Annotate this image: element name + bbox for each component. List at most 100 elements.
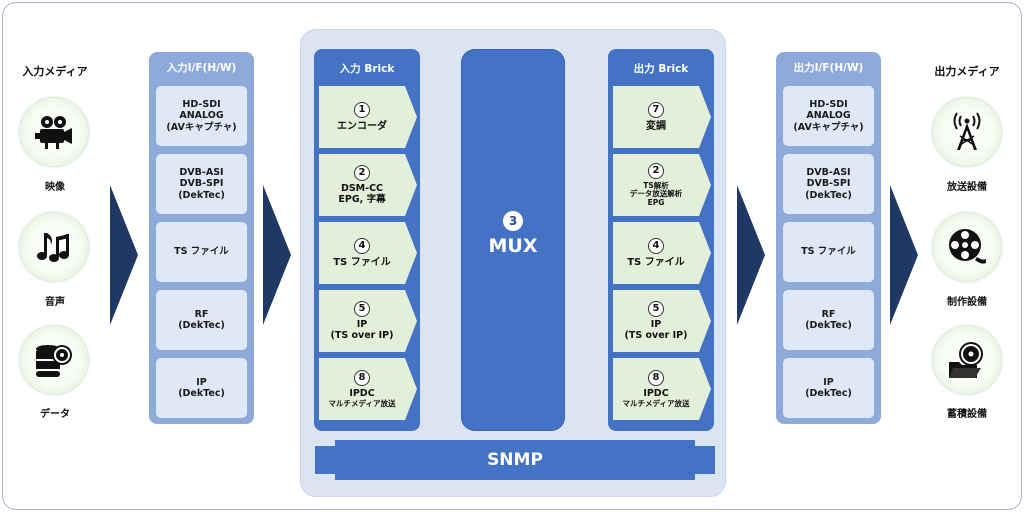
- input-interface-item: RF (DekTec): [156, 290, 247, 350]
- output-brick-item: 4 TS ファイル: [613, 222, 711, 284]
- output-media-broadcast: [933, 98, 1001, 166]
- output-media-production-label: 制作設備: [947, 297, 987, 308]
- item-line: (AVキャプチャ): [166, 121, 237, 133]
- item-line: DVB-SPI: [806, 178, 851, 190]
- item-line: (DekTec): [178, 189, 225, 201]
- item-subline: マルチメディア放送: [328, 398, 396, 408]
- item-subline: データ放送解析: [629, 189, 683, 199]
- snmp-bar: SNMP: [315, 440, 715, 480]
- step-number-badge: 3: [503, 211, 523, 231]
- input-interface-title: 入力I/F(H/W): [166, 62, 237, 74]
- input-brick-item: 5 IP (TS over IP): [319, 290, 417, 352]
- flow-arrow-6: [890, 185, 918, 325]
- item-line: (AVキャプチャ): [793, 121, 864, 133]
- output-interface-item: HD-SDI ANALOG (AVキャプチャ): [783, 86, 874, 146]
- input-media-title: 入力メディア: [22, 65, 88, 78]
- input-interface-item: HD-SDI ANALOG (AVキャプチャ): [156, 86, 247, 146]
- item-line: IPDC: [643, 387, 669, 399]
- broadcast-tower-icon: [953, 112, 981, 150]
- input-brick-item: 8 IPDC マルチメディア放送: [319, 358, 417, 420]
- step-number-badge: 2: [354, 164, 370, 181]
- item-line: TS ファイル: [174, 246, 229, 258]
- output-brick-item: 7 変調: [613, 86, 711, 148]
- output-brick-column: 出力 Brick 7 変調 2 TS解析 データ放送解析 EPG 4 TS ファ…: [608, 49, 714, 431]
- item-line: ANALOG: [806, 110, 851, 122]
- output-brick-item: 5 IP (TS over IP): [613, 290, 711, 352]
- output-brick-item: 8 IPDC マルチメディア放送: [613, 358, 711, 420]
- music-notes-icon: [37, 233, 69, 262]
- input-interface-item: DVB-ASI DVB-SPI (DekTec): [156, 154, 247, 214]
- storage-folder-disc-icon: [949, 342, 983, 378]
- input-interface-item: TS ファイル: [156, 222, 247, 282]
- input-media-video-label: 映像: [45, 182, 65, 193]
- output-interface-item: RF (DekTec): [783, 290, 874, 350]
- output-media-production: [933, 213, 1001, 281]
- output-media-storage: [933, 326, 1001, 394]
- database-disc-icon: [36, 345, 72, 377]
- item-line: HD-SDI: [182, 98, 221, 110]
- step-number-badge: 7: [648, 101, 664, 118]
- item-line: IP: [196, 376, 207, 388]
- output-interface-item: IP (DekTec): [783, 358, 874, 418]
- item-line: IP: [823, 376, 834, 388]
- item-line: HD-SDI: [809, 98, 848, 110]
- step-number-badge: 2: [648, 162, 664, 179]
- input-media-data: [20, 326, 88, 394]
- input-brick-item: 1 エンコーダ: [319, 86, 417, 148]
- input-brick-title: 入力 Brick: [339, 63, 395, 75]
- item-line: エンコーダ: [337, 120, 387, 132]
- output-interface-item: TS ファイル: [783, 222, 874, 282]
- item-subline: EPG: [647, 197, 665, 207]
- item-line: TS ファイル: [333, 256, 391, 268]
- item-line: RF: [194, 308, 209, 320]
- item-line: TS ファイル: [801, 246, 856, 258]
- film-reel-icon: [949, 229, 986, 264]
- item-line: 変調: [646, 120, 666, 132]
- mux-label: MUX: [488, 235, 538, 257]
- item-subline: マルチメディア放送: [622, 398, 690, 408]
- output-interface-item: DVB-ASI DVB-SPI (DekTec): [783, 154, 874, 214]
- input-brick-item: 2 DSM-CC EPG, 字幕: [319, 154, 417, 216]
- output-brick-title: 出力 Brick: [633, 63, 689, 75]
- item-line: DVB-ASI: [179, 166, 224, 178]
- output-interface-title: 出力I/F(H/W): [793, 62, 864, 74]
- input-media-audio-label: 音声: [45, 297, 65, 308]
- snmp-label: SNMP: [487, 450, 543, 470]
- step-number-badge: 8: [354, 369, 370, 386]
- item-line: (DekTec): [805, 189, 852, 201]
- item-line: (TS over IP): [330, 329, 394, 341]
- item-line: ANALOG: [179, 110, 224, 122]
- input-media-data-label: データ: [40, 409, 70, 420]
- item-line: IP: [650, 318, 662, 330]
- item-line: IPDC: [349, 387, 375, 399]
- output-media-title: 出力メディア: [934, 65, 1000, 78]
- flow-arrow-1: [110, 185, 138, 325]
- item-line: DVB-SPI: [179, 178, 224, 190]
- item-line: TS ファイル: [627, 256, 685, 268]
- flow-arrow-2: [263, 185, 291, 325]
- item-subline: TS解析: [643, 180, 669, 190]
- output-media-storage-label: 蓄積設備: [947, 409, 987, 420]
- item-line: (DekTec): [805, 320, 852, 331]
- flow-arrow-5: [737, 185, 765, 325]
- input-brick-item: 4 TS ファイル: [319, 222, 417, 284]
- item-line: DSM-CC: [340, 182, 384, 194]
- item-line: (DekTec): [805, 388, 852, 399]
- step-number-badge: 1: [354, 101, 370, 118]
- item-line: (DekTec): [178, 388, 225, 399]
- item-line: EPG, 字幕: [338, 193, 386, 205]
- input-interface-column: 入力I/F(H/W) HD-SDI ANALOG (AVキャプチャ) DVB-A…: [149, 52, 254, 424]
- output-interface-column: 出力I/F(H/W) HD-SDI ANALOG (AVキャプチャ) DVB-A…: [776, 52, 881, 424]
- item-line: (TS over IP): [624, 329, 688, 341]
- movie-camera-icon: [35, 116, 72, 149]
- step-number-badge: 5: [354, 300, 370, 317]
- step-number-badge: 8: [648, 369, 664, 386]
- output-media-broadcast-label: 放送設備: [947, 182, 987, 193]
- output-brick-item: 2 TS解析 データ放送解析 EPG: [613, 154, 711, 216]
- item-line: RF: [821, 308, 836, 320]
- mux-block: 3 MUX: [461, 49, 565, 431]
- input-media-video: [20, 98, 88, 166]
- item-line: DVB-ASI: [806, 166, 851, 178]
- item-line: (DekTec): [178, 320, 225, 331]
- input-interface-item: IP (DekTec): [156, 358, 247, 418]
